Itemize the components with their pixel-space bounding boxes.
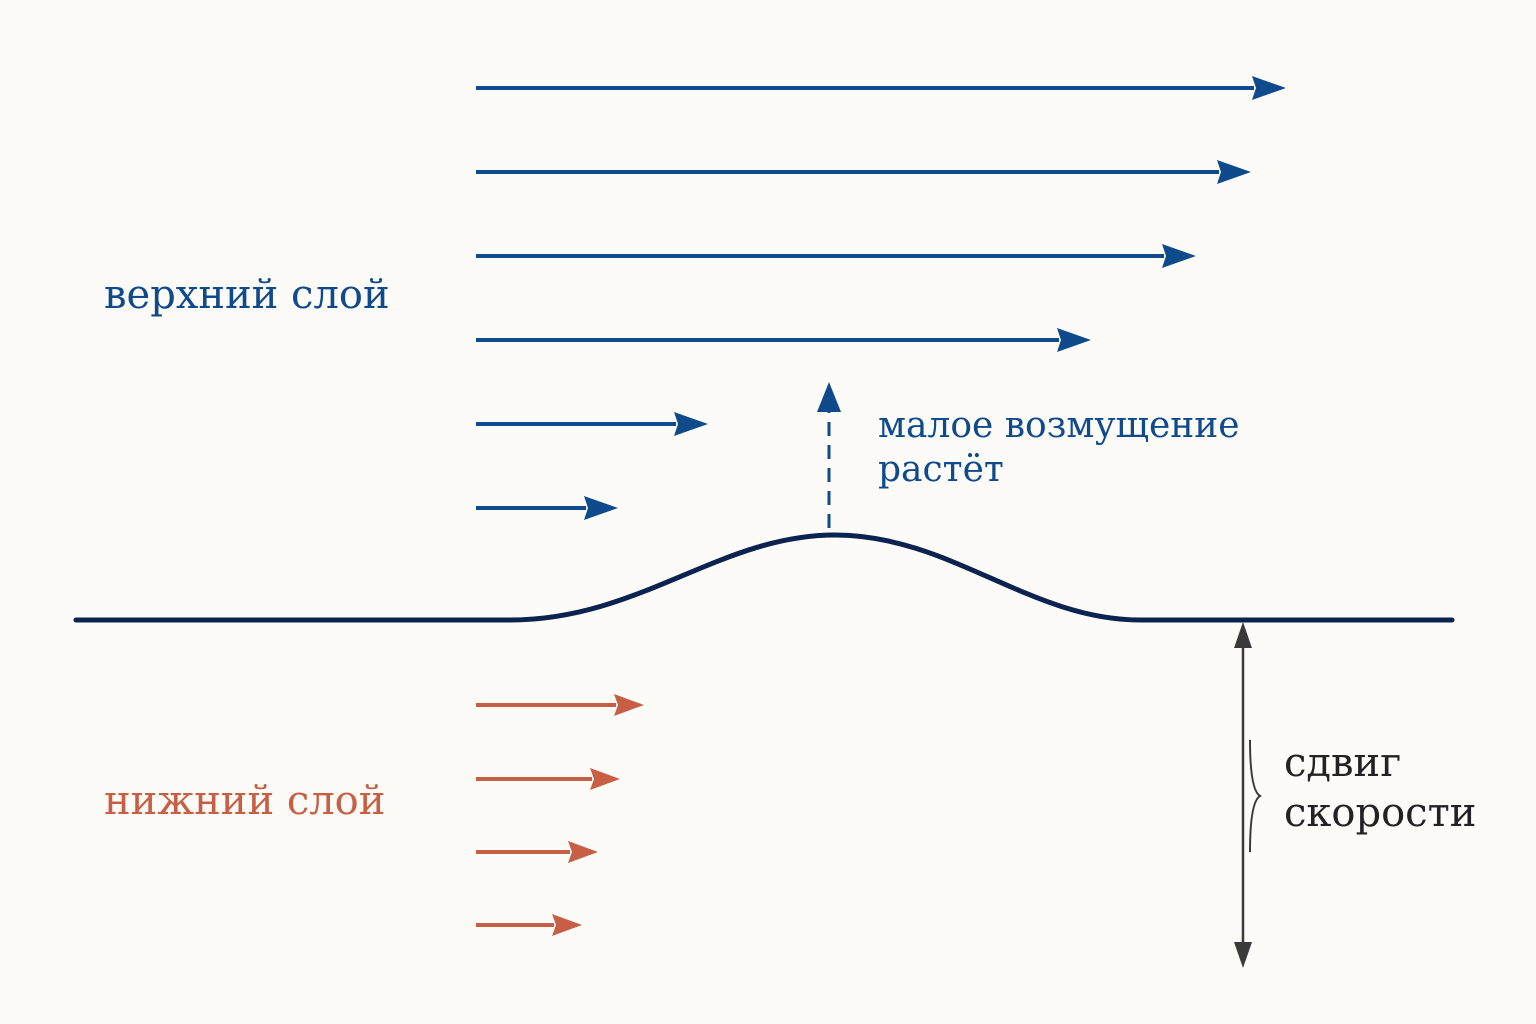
shear-brace — [1249, 739, 1262, 853]
interface-line — [73, 532, 1455, 623]
shear-label: сдвиг скорости — [1284, 738, 1476, 838]
perturbation-label: малое возмущение растёт — [878, 404, 1240, 492]
shear-label-line2: скорости — [1284, 790, 1477, 836]
shear-arrow-head-top — [1234, 622, 1252, 648]
lower-arrow-2-head — [590, 768, 620, 790]
shear-arrow-head-bottom — [1234, 942, 1252, 968]
lower-arrow-3-head — [568, 841, 598, 863]
lower-arrow-4-head — [552, 914, 582, 936]
upper-arrow-1-head — [1252, 76, 1286, 100]
velocity-shear-indicator — [1234, 622, 1262, 968]
shear-label-line1: сдвиг — [1284, 740, 1402, 786]
lower-arrow-1-head — [614, 694, 644, 716]
upper-arrow-2-head — [1217, 160, 1251, 184]
upper-arrow-5-head — [674, 412, 708, 436]
perturbation-growth-arrow — [817, 382, 841, 528]
perturbation-label-line2: растёт — [878, 449, 1004, 490]
perturbation-label-line1: малое возмущение — [878, 405, 1240, 446]
upper-layer-arrows — [476, 76, 1286, 520]
upper-arrow-4-head — [1057, 328, 1091, 352]
upper-arrow-6-head — [584, 496, 618, 520]
upper-arrow-3-head — [1162, 244, 1196, 268]
lower-layer-arrows — [476, 694, 644, 936]
growth-arrow-head — [817, 382, 841, 412]
lower-layer-label: нижний слой — [104, 778, 386, 824]
upper-layer-label: верхний слой — [104, 272, 390, 318]
